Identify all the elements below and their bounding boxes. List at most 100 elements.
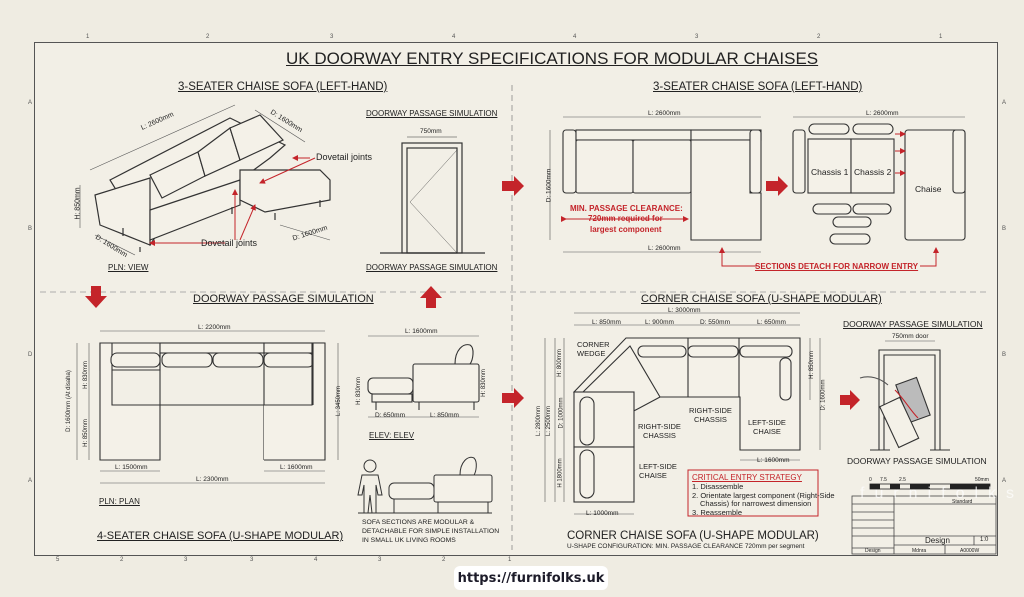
chaise-label: Chaise bbox=[915, 184, 942, 194]
bottom-tick: 2 bbox=[120, 557, 124, 563]
elev-l-seat: L: 850mm bbox=[430, 412, 459, 419]
br-footer-sub: U-SHAPE CONFIGURATION: MIN. PASSAGE CLEA… bbox=[567, 543, 805, 550]
bl-footer-title: 4-SEATER CHAISE SOFA (U-SHAPE MODULAR) bbox=[97, 530, 344, 542]
assembled-dim-lines bbox=[549, 116, 761, 253]
arrow-right-3 bbox=[502, 388, 524, 408]
corner-right-h: H: 850mm bbox=[808, 351, 815, 379]
chassis1-label: Chassis 1 bbox=[811, 167, 849, 177]
clearance-line2: largest component bbox=[590, 225, 662, 234]
corner-dim-total: L: 3000mm bbox=[668, 307, 701, 314]
corner-bottom-chaise: L: 1600mm bbox=[757, 457, 790, 464]
detach-arrows bbox=[719, 131, 939, 267]
u-shape-plan bbox=[99, 342, 326, 461]
dovetail-arrows bbox=[149, 155, 316, 246]
plan-l-left-bottom: L: 1500mm bbox=[115, 464, 148, 471]
watermark: furnifolks bbox=[860, 485, 1024, 502]
modular-note: SOFA SECTIONS ARE MODULAR & DETACHABLE F… bbox=[362, 518, 499, 545]
plan-l-total: L: 2300mm bbox=[196, 476, 229, 483]
top-tick: 2 bbox=[206, 34, 210, 40]
br-footer-title: CORNER CHAISE SOFA (U-SHAPE MODULAR) bbox=[567, 530, 819, 542]
assembled-plan bbox=[562, 129, 762, 241]
plan-h-upper: H: 830mm bbox=[82, 361, 89, 389]
door-rotation-sim bbox=[859, 349, 950, 451]
top-tick: 4 bbox=[573, 34, 577, 40]
strategy-step: 3. Reassemble bbox=[692, 507, 743, 517]
footer-url-link[interactable]: https://furnifolks.uk bbox=[454, 566, 608, 590]
strategy-step: 2. Orientate largest component (Right-Si… bbox=[692, 490, 835, 500]
right-tick: A bbox=[1002, 100, 1007, 106]
elev-depth: D: 650mm bbox=[375, 412, 405, 419]
chassis2-label: Chassis 2 bbox=[854, 167, 892, 177]
corner-dim-seg2: L: 900mm bbox=[645, 319, 674, 326]
plan-h-lower: H: 850mm bbox=[82, 419, 89, 447]
plan-l-right: L: 3450mm bbox=[336, 385, 343, 417]
bottom-tick: 5 bbox=[56, 557, 60, 563]
corner-dim-seg4: L: 650mm bbox=[757, 319, 786, 326]
tb-scale: 1:0 bbox=[980, 537, 989, 543]
arrow-down bbox=[85, 286, 107, 308]
scale-tick: 0 bbox=[869, 477, 872, 483]
exploded-plan bbox=[792, 123, 966, 245]
strategy-box bbox=[687, 469, 819, 517]
page-title: UK DOORWAY ENTRY SPECIFICATIONS FOR MODU… bbox=[286, 49, 819, 68]
clearance-title: MIN. PASSAGE CLEARANCE: bbox=[570, 204, 683, 213]
corner-u-shape-plan bbox=[573, 337, 801, 503]
strategy-steps: 1. Disassemble 2. Orientate largest comp… bbox=[692, 482, 835, 517]
view-label-elev: ELEV: ELEV bbox=[369, 431, 415, 440]
bl-heading: DOORWAY PASSAGE SIMULATION bbox=[193, 293, 374, 305]
top-tick: 3 bbox=[330, 34, 334, 40]
clearance-line1: 720mm required for bbox=[588, 214, 663, 223]
assembled-depth: D: 1600mm bbox=[545, 168, 553, 203]
corner-left-total: L: 2800mm bbox=[536, 405, 543, 437]
chaise-elevation bbox=[367, 344, 480, 410]
modular-note-line: IN SMALL UK LIVING ROOMS bbox=[362, 537, 456, 544]
exploded-length: L: 2600mm bbox=[866, 110, 899, 117]
arrow-right-1 bbox=[502, 176, 524, 196]
top-tick: 4 bbox=[452, 34, 456, 40]
tr-heading: 3-SEATER CHAISE SOFA (LEFT-HAND) bbox=[653, 81, 863, 93]
corner-right-d: D: 1600mm bbox=[820, 379, 827, 411]
u-shape-dim-lines bbox=[76, 330, 339, 484]
top-tick: 3 bbox=[695, 34, 699, 40]
plan-length-top: L: 2200mm bbox=[198, 324, 231, 331]
left-tick: A bbox=[28, 478, 33, 484]
bottom-tick: 4 bbox=[314, 557, 318, 563]
bottom-tick: 1 bbox=[508, 557, 512, 563]
right-tick: A bbox=[1002, 478, 1007, 484]
bottom-tick: 3 bbox=[184, 557, 188, 563]
modular-note-line: DETACHABLE FOR SIMPLE INSTALLATION bbox=[362, 528, 500, 535]
bottom-tick: 2 bbox=[442, 557, 446, 563]
left-tick: B bbox=[28, 226, 33, 232]
modular-note-line: SOFA SECTIONS ARE MODULAR & bbox=[362, 519, 475, 526]
right-tick: B bbox=[1002, 226, 1007, 232]
detach-note: SECTIONS DETACH FOR NARROW ENTRY bbox=[755, 262, 919, 271]
left-tick: D bbox=[28, 352, 33, 358]
isometric-dimension-lines bbox=[79, 104, 331, 256]
top-tick: 1 bbox=[939, 34, 943, 40]
corner-left-mid: L: 2500mm bbox=[546, 405, 553, 437]
top-tick: 2 bbox=[817, 34, 821, 40]
tb-standard: Standard bbox=[952, 499, 973, 505]
dim-height: H: 850mm bbox=[74, 187, 82, 220]
bottom-tick: 3 bbox=[378, 557, 382, 563]
view-label-pln: PLN: VIEW bbox=[108, 263, 149, 272]
br-heading: CORNER CHAISE SOFA (U-SHAPE MODULAR) bbox=[641, 293, 882, 305]
door-caption: DOORWAY PASSAGE SIMULATION bbox=[366, 263, 498, 272]
corner-dim-lines bbox=[544, 312, 821, 515]
assembled-length-top: L: 2600mm bbox=[648, 110, 681, 117]
door-width: 750mm bbox=[420, 128, 442, 135]
sofa-side-view bbox=[358, 456, 493, 514]
scale-tick: 50mm bbox=[975, 477, 989, 483]
left-tick: A bbox=[28, 100, 33, 106]
arrow-right-4 bbox=[840, 390, 860, 410]
elev-h-right: H: 830mm bbox=[480, 369, 487, 397]
view-label-plan: PLN: PLAN bbox=[99, 497, 140, 506]
dovetail-label-top: Dovetail joints bbox=[316, 152, 373, 162]
elev-h-left: H: 830mm bbox=[355, 377, 362, 405]
corner-bottom-left: L: 1000mm bbox=[586, 510, 619, 517]
